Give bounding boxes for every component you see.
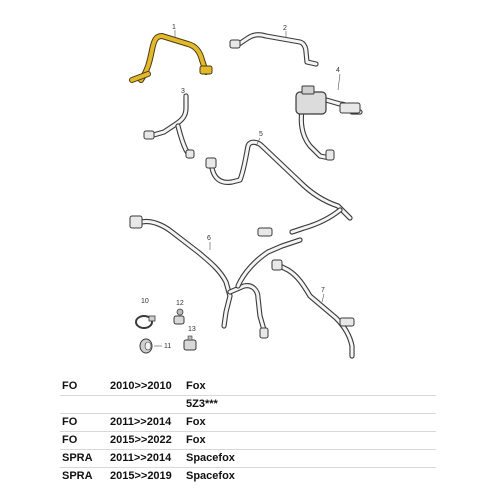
model-name: Fox bbox=[184, 431, 436, 450]
table-row: FO 2011>>2014 Fox bbox=[60, 413, 436, 432]
part-2-hose[interactable] bbox=[229, 32, 319, 67]
callout-7: 7 bbox=[321, 287, 325, 294]
leader-line bbox=[255, 137, 261, 147]
market-code: FO bbox=[60, 413, 108, 432]
fitment-table: FO 2010>>2010 Fox 5Z3*** FO 2011>>2014 F… bbox=[60, 378, 436, 485]
callout-12: 12 bbox=[176, 300, 184, 307]
market-code: SPRA bbox=[62, 470, 93, 482]
callout-4: 4 bbox=[336, 67, 340, 74]
market-code: FO bbox=[60, 431, 108, 450]
parts-diagram: .hose { fill:none; stroke:#3a3a3a; strok… bbox=[129, 24, 363, 359]
leader-line bbox=[321, 293, 325, 303]
year-range: 2011>>2014 bbox=[108, 413, 184, 432]
callout-11: 11 bbox=[164, 343, 171, 350]
model-name: Fox bbox=[184, 378, 436, 396]
part-4-hose-with-valve[interactable] bbox=[295, 85, 363, 161]
part-5-hose[interactable] bbox=[205, 139, 353, 235]
year-range bbox=[108, 395, 184, 414]
model-name: 5Z3*** bbox=[184, 395, 436, 414]
callout-5: 5 bbox=[259, 131, 263, 138]
table-row: SPRA 2011>>2014 Spacefox bbox=[60, 449, 436, 468]
table-row: 5Z3*** bbox=[60, 395, 436, 414]
model-name: Spacefox bbox=[186, 470, 235, 482]
market-code: SPRA bbox=[60, 449, 108, 468]
year-range: 2015>>2022 bbox=[108, 431, 184, 450]
callout-6: 6 bbox=[207, 235, 211, 242]
part-10-clamp[interactable] bbox=[135, 315, 156, 329]
leader-line bbox=[337, 73, 341, 91]
table-row: FO 2015>>2022 Fox bbox=[60, 431, 436, 450]
year-range: 2011>>2014 bbox=[108, 449, 184, 468]
year-range: 2015>>2019 bbox=[110, 470, 172, 482]
part-3-hose[interactable] bbox=[143, 93, 195, 159]
part-1-hose[interactable] bbox=[129, 33, 213, 83]
model-name: Fox bbox=[184, 413, 436, 432]
callout-13: 13 bbox=[188, 326, 196, 333]
part-7-hose[interactable] bbox=[271, 259, 355, 359]
part-11-cap[interactable] bbox=[139, 338, 153, 354]
callout-1: 1 bbox=[172, 24, 176, 31]
part-6-hose[interactable] bbox=[129, 215, 303, 339]
year-range: 2010>>2010 bbox=[108, 378, 184, 396]
callout-2: 2 bbox=[283, 25, 287, 32]
market-code bbox=[60, 395, 108, 414]
table-row: FO 2010>>2010 Fox bbox=[60, 378, 436, 396]
part-13-connector[interactable] bbox=[183, 335, 197, 351]
part-12-fitting[interactable] bbox=[173, 308, 185, 325]
callout-10: 10 bbox=[141, 298, 149, 305]
model-name: Spacefox bbox=[184, 449, 436, 468]
table-row: SPRA 2015>>2019 Spacefox bbox=[60, 468, 436, 486]
callout-3: 3 bbox=[181, 88, 185, 95]
market-code: FO bbox=[60, 378, 108, 396]
